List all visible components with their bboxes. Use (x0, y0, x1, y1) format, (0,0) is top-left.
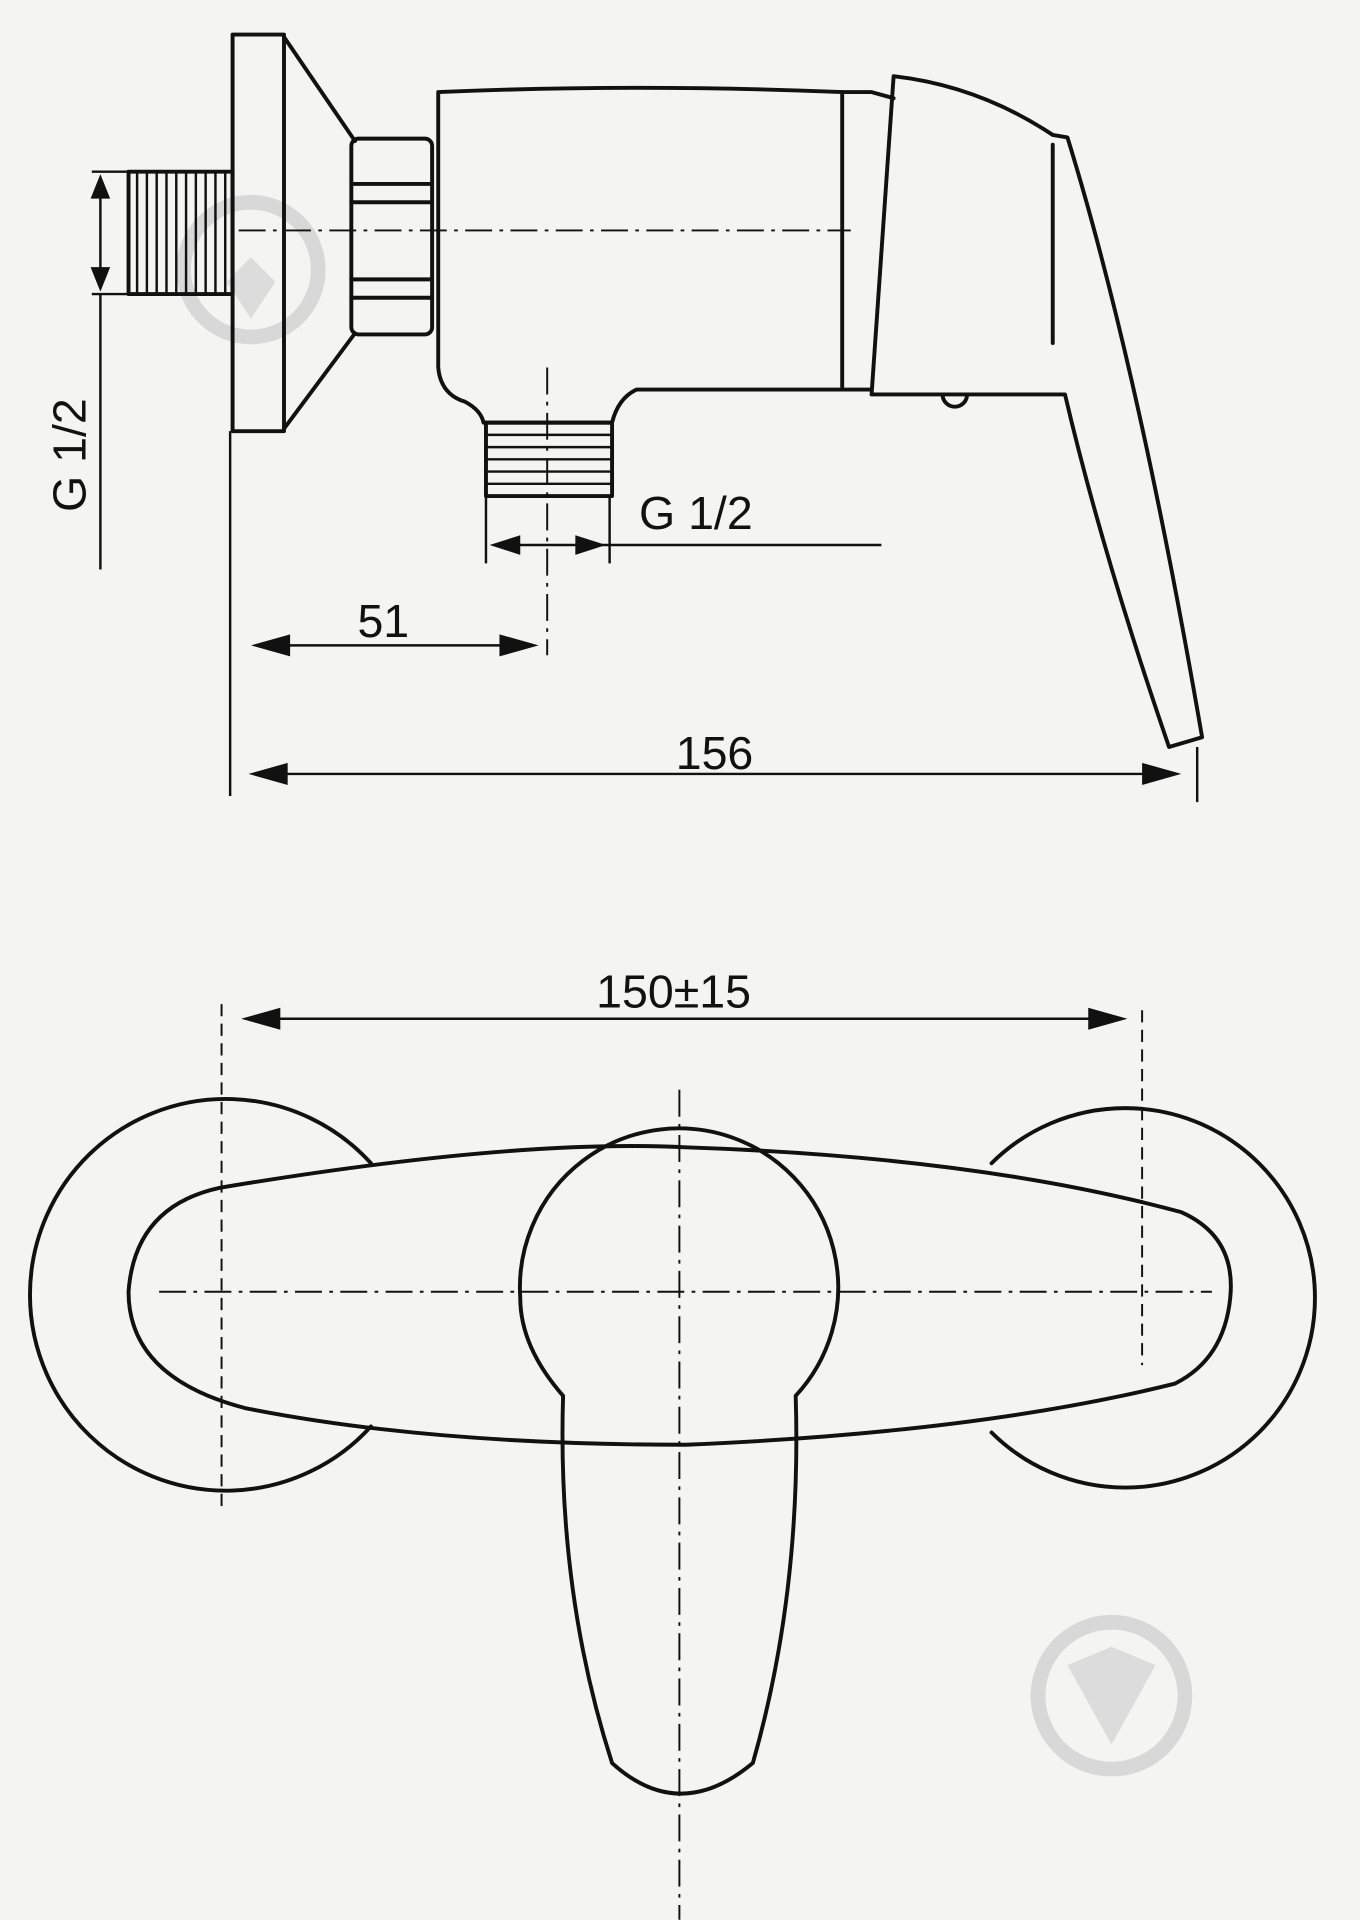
drawing-line (91, 170, 129, 570)
centre-distance-label: 150±15 (596, 966, 751, 1018)
dimension-outlet-thread: G 1/2 (484, 487, 882, 564)
left-escutcheon (28, 1096, 373, 1493)
drawing-line (1030, 1614, 1193, 1777)
dimension-156: 156 (248, 727, 1199, 803)
drawing-line (257, 747, 1199, 803)
lever-handle-side (869, 74, 1205, 749)
lever-screw (940, 392, 970, 409)
drawing-line (135, 171, 227, 295)
escutcheon-centerlines (220, 1004, 1144, 1513)
wall-flange (230, 32, 286, 434)
inlet-thread-label: G 1/2 (44, 398, 96, 512)
drawing-line (349, 136, 435, 337)
inlet-thread (126, 169, 235, 297)
outlet-thread (484, 420, 615, 499)
lever-handle-front (517, 1126, 841, 1796)
watermark-logo-bottom (1030, 1591, 1193, 1777)
outlet-thread-label: G 1/2 (639, 487, 753, 539)
valve-body (436, 85, 896, 425)
drawing-line (228, 431, 533, 796)
dimension-150: 150±15 (241, 966, 1128, 1030)
drawing-line (1067, 1591, 1156, 1745)
drawing-line (90, 174, 111, 292)
drawing-line (176, 194, 326, 345)
drawing-line (489, 535, 606, 555)
front-view (28, 1004, 1317, 1920)
drawing-line (484, 496, 882, 564)
outlet-offset-label: 51 (357, 595, 409, 647)
drawing-line (226, 183, 276, 319)
dimension-inlet-thread: G 1/2 (44, 170, 129, 570)
drawing-line (485, 433, 613, 486)
hex-nut (349, 136, 435, 337)
right-escutcheon (989, 1106, 1317, 1490)
flange-cone (282, 35, 357, 431)
drawing-line (126, 169, 235, 297)
drawing-line (349, 181, 435, 300)
dimension-51: 51 (228, 431, 539, 796)
overall-depth-label: 156 (676, 727, 754, 779)
watermark-logo-top (176, 183, 326, 345)
side-view (126, 32, 1205, 749)
mixer-body-top (126, 1144, 1233, 1447)
